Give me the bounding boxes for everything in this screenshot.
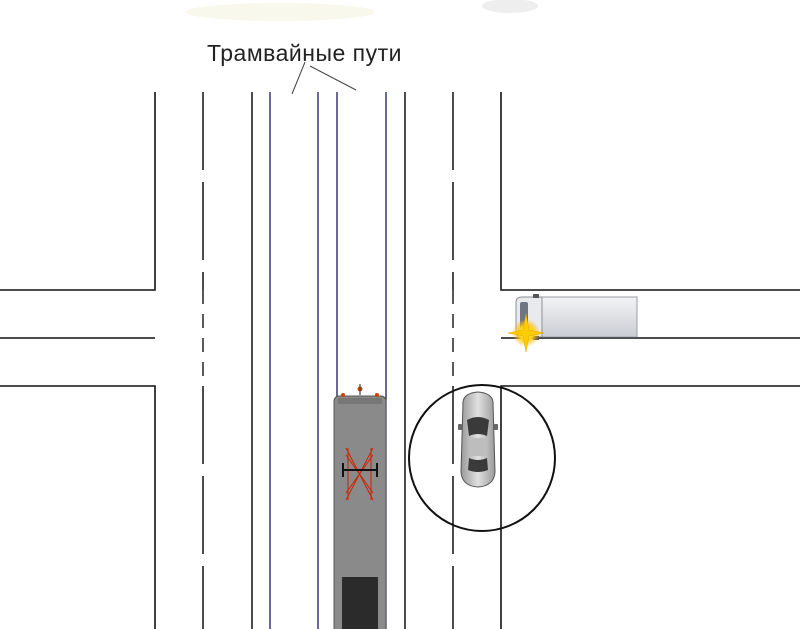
- tram-light-right: [375, 393, 379, 397]
- tram-rear-window: [342, 577, 378, 629]
- truck-cargo-box: [541, 296, 638, 338]
- car: [458, 391, 498, 488]
- tram-roof-front: [338, 398, 382, 404]
- tram-pantograph: [345, 447, 374, 501]
- lane-lines-intersection: [202, 290, 454, 386]
- car-highlight-circle: [408, 384, 556, 532]
- turn-signal-flash: [507, 313, 545, 353]
- car-windshield: [467, 417, 489, 436]
- tram-light-left: [341, 393, 345, 397]
- tram-tracks-caption: Трамвайные пути: [207, 40, 403, 66]
- lane-lines: [202, 92, 454, 629]
- caption-pointer-lines: [291, 61, 357, 95]
- tram-body: [333, 395, 387, 629]
- top-smudge: [185, 0, 538, 21]
- car-roof: [470, 438, 486, 456]
- tram: [333, 384, 387, 629]
- road-edges: [0, 92, 800, 629]
- tram-zone-lines: [251, 92, 406, 629]
- car-rear-window: [468, 458, 488, 472]
